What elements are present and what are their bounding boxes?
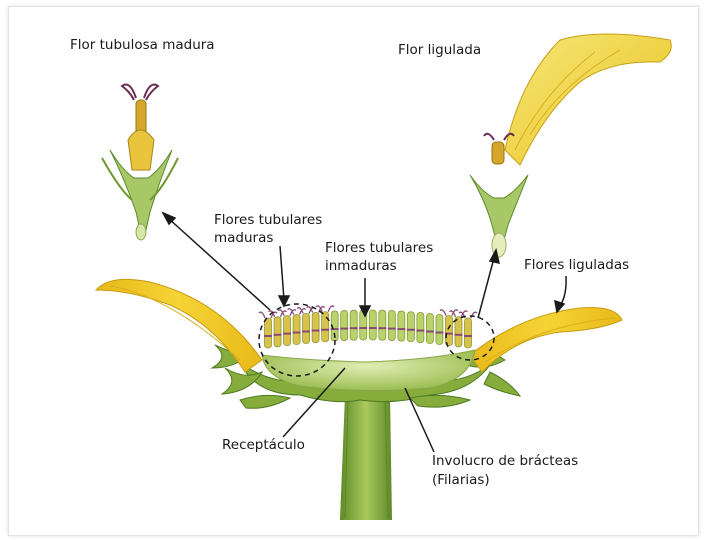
- label-mature-tubular-florets-line2: maduras: [214, 230, 273, 247]
- disc-floret: [397, 311, 405, 341]
- stem: [340, 395, 392, 520]
- disc-floret: [378, 310, 386, 340]
- label-immature-tubular-florets-line1: Flores tubulares: [325, 240, 433, 257]
- label-mature-tubular-florets-line1: Flores tubulares: [214, 212, 322, 229]
- disc-floret: [407, 312, 415, 342]
- disc-floret: [350, 310, 358, 340]
- receptacle: [262, 350, 475, 391]
- label-involucre-line2: (Filarias): [432, 472, 490, 489]
- disc-floret: [369, 310, 377, 340]
- label-mature-tubular-flower: Flor tubulosa madura: [70, 37, 215, 54]
- disc-floret: [435, 315, 443, 345]
- ray-flower-right: [470, 308, 622, 373]
- ray-flower-left: [96, 279, 262, 372]
- disc-floret: [388, 311, 396, 341]
- label-ligulate-flower: Flor ligulada: [398, 42, 481, 59]
- disc-floret: [416, 313, 424, 343]
- label-involucre-line1: Involucro de brácteas: [432, 453, 578, 470]
- disc-floret: [426, 313, 434, 343]
- ligulate-flower-detail: [470, 34, 671, 257]
- label-receptacle: Receptáculo: [222, 437, 305, 454]
- label-ray-florets: Flores liguladas: [524, 257, 629, 274]
- disc-florets: [259, 306, 477, 348]
- disc-floret: [340, 311, 348, 341]
- label-immature-tubular-florets-line2: inmaduras: [325, 258, 397, 275]
